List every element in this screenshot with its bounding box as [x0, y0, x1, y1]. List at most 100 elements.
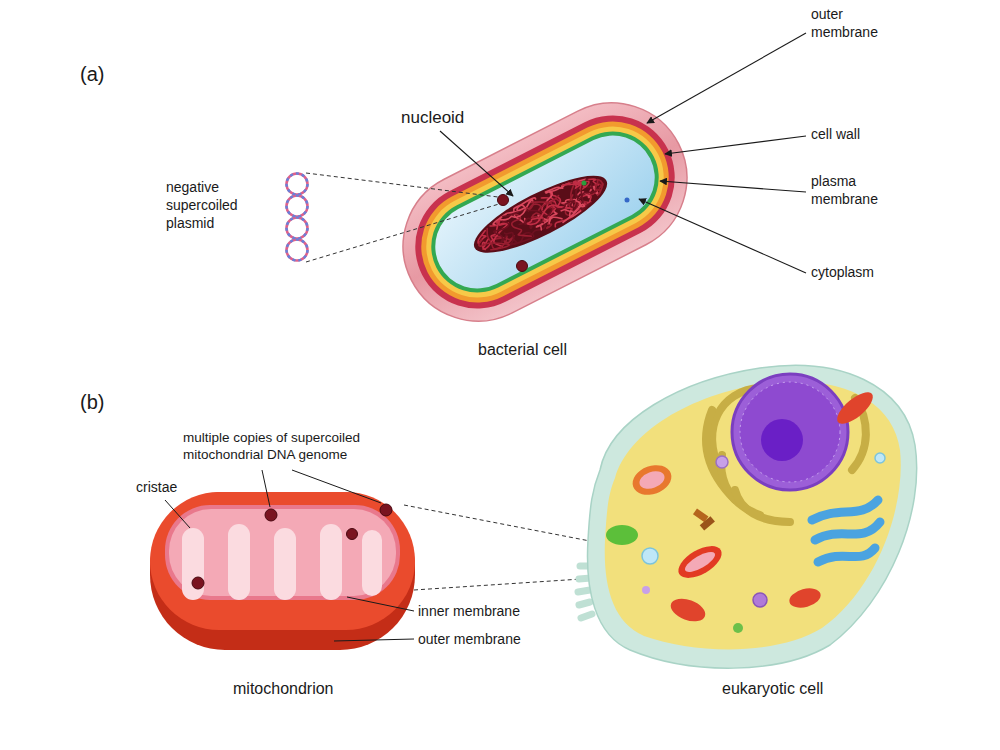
eukaryotic-cell-figure [732, 374, 848, 490]
leader-line [440, 33, 806, 273]
eukaryotic-cell-figure [700, 516, 715, 530]
eukaryotic-cell-figure [812, 500, 878, 520]
eukaryotic-cell-figure [753, 593, 767, 607]
nucleoid-dna [573, 172, 598, 194]
eukaryotic-cell-figure [875, 453, 885, 463]
mitochondrion-figure [150, 492, 415, 650]
mitochondrion-figure [182, 528, 204, 600]
eukaryotic-cell-figure [832, 387, 877, 429]
eukaryotic-cell-figure [787, 585, 823, 611]
bacterial-plasmid [517, 261, 528, 272]
leader-line [334, 639, 414, 641]
leader-line [660, 181, 806, 192]
mitochondrion-figure [150, 492, 415, 630]
bacterial-cell [377, 77, 712, 347]
bacterial-plasmid [582, 181, 587, 186]
eukaryotic-cell-figure [642, 586, 650, 594]
mitochondrion-figure [228, 524, 250, 600]
leader-line [647, 33, 806, 123]
part-label: cytoplasm [811, 264, 874, 282]
plasmid-figure [287, 240, 308, 261]
zoom-dashed-line [306, 173, 498, 197]
part-label: multiple copies of supercoiled mitochond… [183, 429, 405, 464]
plasmid-figure [287, 218, 308, 239]
nucleoid-dna [570, 173, 600, 200]
bacterial-plasmid [498, 181, 630, 272]
leader-line [440, 131, 513, 196]
plasmid-figure [287, 196, 308, 217]
part-label: nucleoid [401, 107, 464, 129]
eukaryotic-cell-figure [673, 540, 727, 585]
eukaryotic-cell-figure [606, 525, 638, 545]
mitochondrion-figure [320, 524, 342, 600]
part-label: negative supercoiled plasmid [166, 179, 258, 233]
nucleoid-dna [560, 204, 587, 223]
panel-letter: (b) [80, 390, 104, 416]
mitochondrion-figure [150, 492, 415, 650]
eukaryotic-cell-figure [637, 468, 667, 492]
nucleoid-dna [501, 195, 553, 235]
eukaryotic-cell-figure [668, 594, 709, 625]
nucleoid-dna [554, 195, 581, 222]
bacterial-cell [409, 109, 682, 315]
plasmid-figure [287, 174, 308, 261]
leader-line [262, 470, 270, 507]
figure-caption: mitochondrion [233, 679, 334, 699]
eukaryotic-cell-figure [605, 381, 901, 649]
nucleoid-dna [524, 213, 544, 230]
mitochondrion-figure [192, 577, 204, 589]
eukaryotic-cell-figure [815, 522, 880, 540]
nucleoid-dna [465, 162, 616, 267]
part-label: inner membrane [418, 603, 520, 621]
nucleoid-dna [591, 178, 606, 195]
plasmid-figure [287, 218, 308, 239]
eukaryotic-cell-figure [716, 456, 728, 468]
bacterial-plasmid [625, 198, 630, 203]
eukaryotic-cell-figure [578, 590, 590, 592]
eukaryotic-cell-figure [578, 365, 917, 668]
bacterial-cell [421, 121, 669, 303]
plasmid-figure [287, 240, 308, 261]
leader-line [665, 136, 806, 154]
nucleoid-dna [465, 162, 616, 267]
mitochondrion-figure [380, 504, 392, 516]
part-label: outer membrane [418, 631, 521, 649]
plasmid-figure [287, 174, 308, 195]
panel-letter: (a) [80, 62, 104, 88]
leader-line [165, 470, 414, 641]
bacterial-cell [415, 116, 674, 309]
eukaryotic-cell-figure [581, 614, 592, 618]
plasmid-figure [287, 174, 308, 195]
nucleoid-dna [526, 192, 561, 215]
zoom-dashed-line [306, 173, 499, 262]
mitochondrion-figure [165, 505, 400, 600]
eukaryotic-cell-figure [579, 602, 590, 605]
nucleoid-dna [525, 201, 563, 227]
eukaryotic-cell-figure [587, 365, 916, 668]
eukaryotic-cell-figure [761, 419, 803, 461]
part-label: outer membrane [811, 6, 901, 42]
eukaryotic-cell-figure [812, 500, 880, 562]
bacterial-cell [402, 102, 688, 322]
mitochondrion-figure [265, 509, 277, 521]
nucleoid-dna [544, 184, 566, 200]
figure-caption: bacterial cell [478, 340, 567, 360]
leader-line [347, 597, 414, 611]
mitochondrion-figure [362, 530, 382, 596]
bacterial-plasmid [498, 195, 509, 206]
mitochondrion-figure [274, 528, 296, 600]
leader-line [165, 500, 190, 528]
bacterial-cell [394, 94, 696, 330]
eukaryotic-cell-figure [735, 490, 790, 522]
eukaryotic-cell-figure [642, 548, 658, 564]
figure-caption: eukaryotic cell [722, 679, 823, 699]
eukaryotic-cell-figure [682, 548, 717, 575]
nucleoid-dna [491, 219, 514, 243]
plasmid-figure [287, 196, 308, 217]
nucleoid-dna [477, 229, 509, 257]
eukaryotic-cell-figure [818, 548, 875, 562]
eukaryotic-cell-figure [733, 623, 743, 633]
leader-line [292, 470, 381, 503]
